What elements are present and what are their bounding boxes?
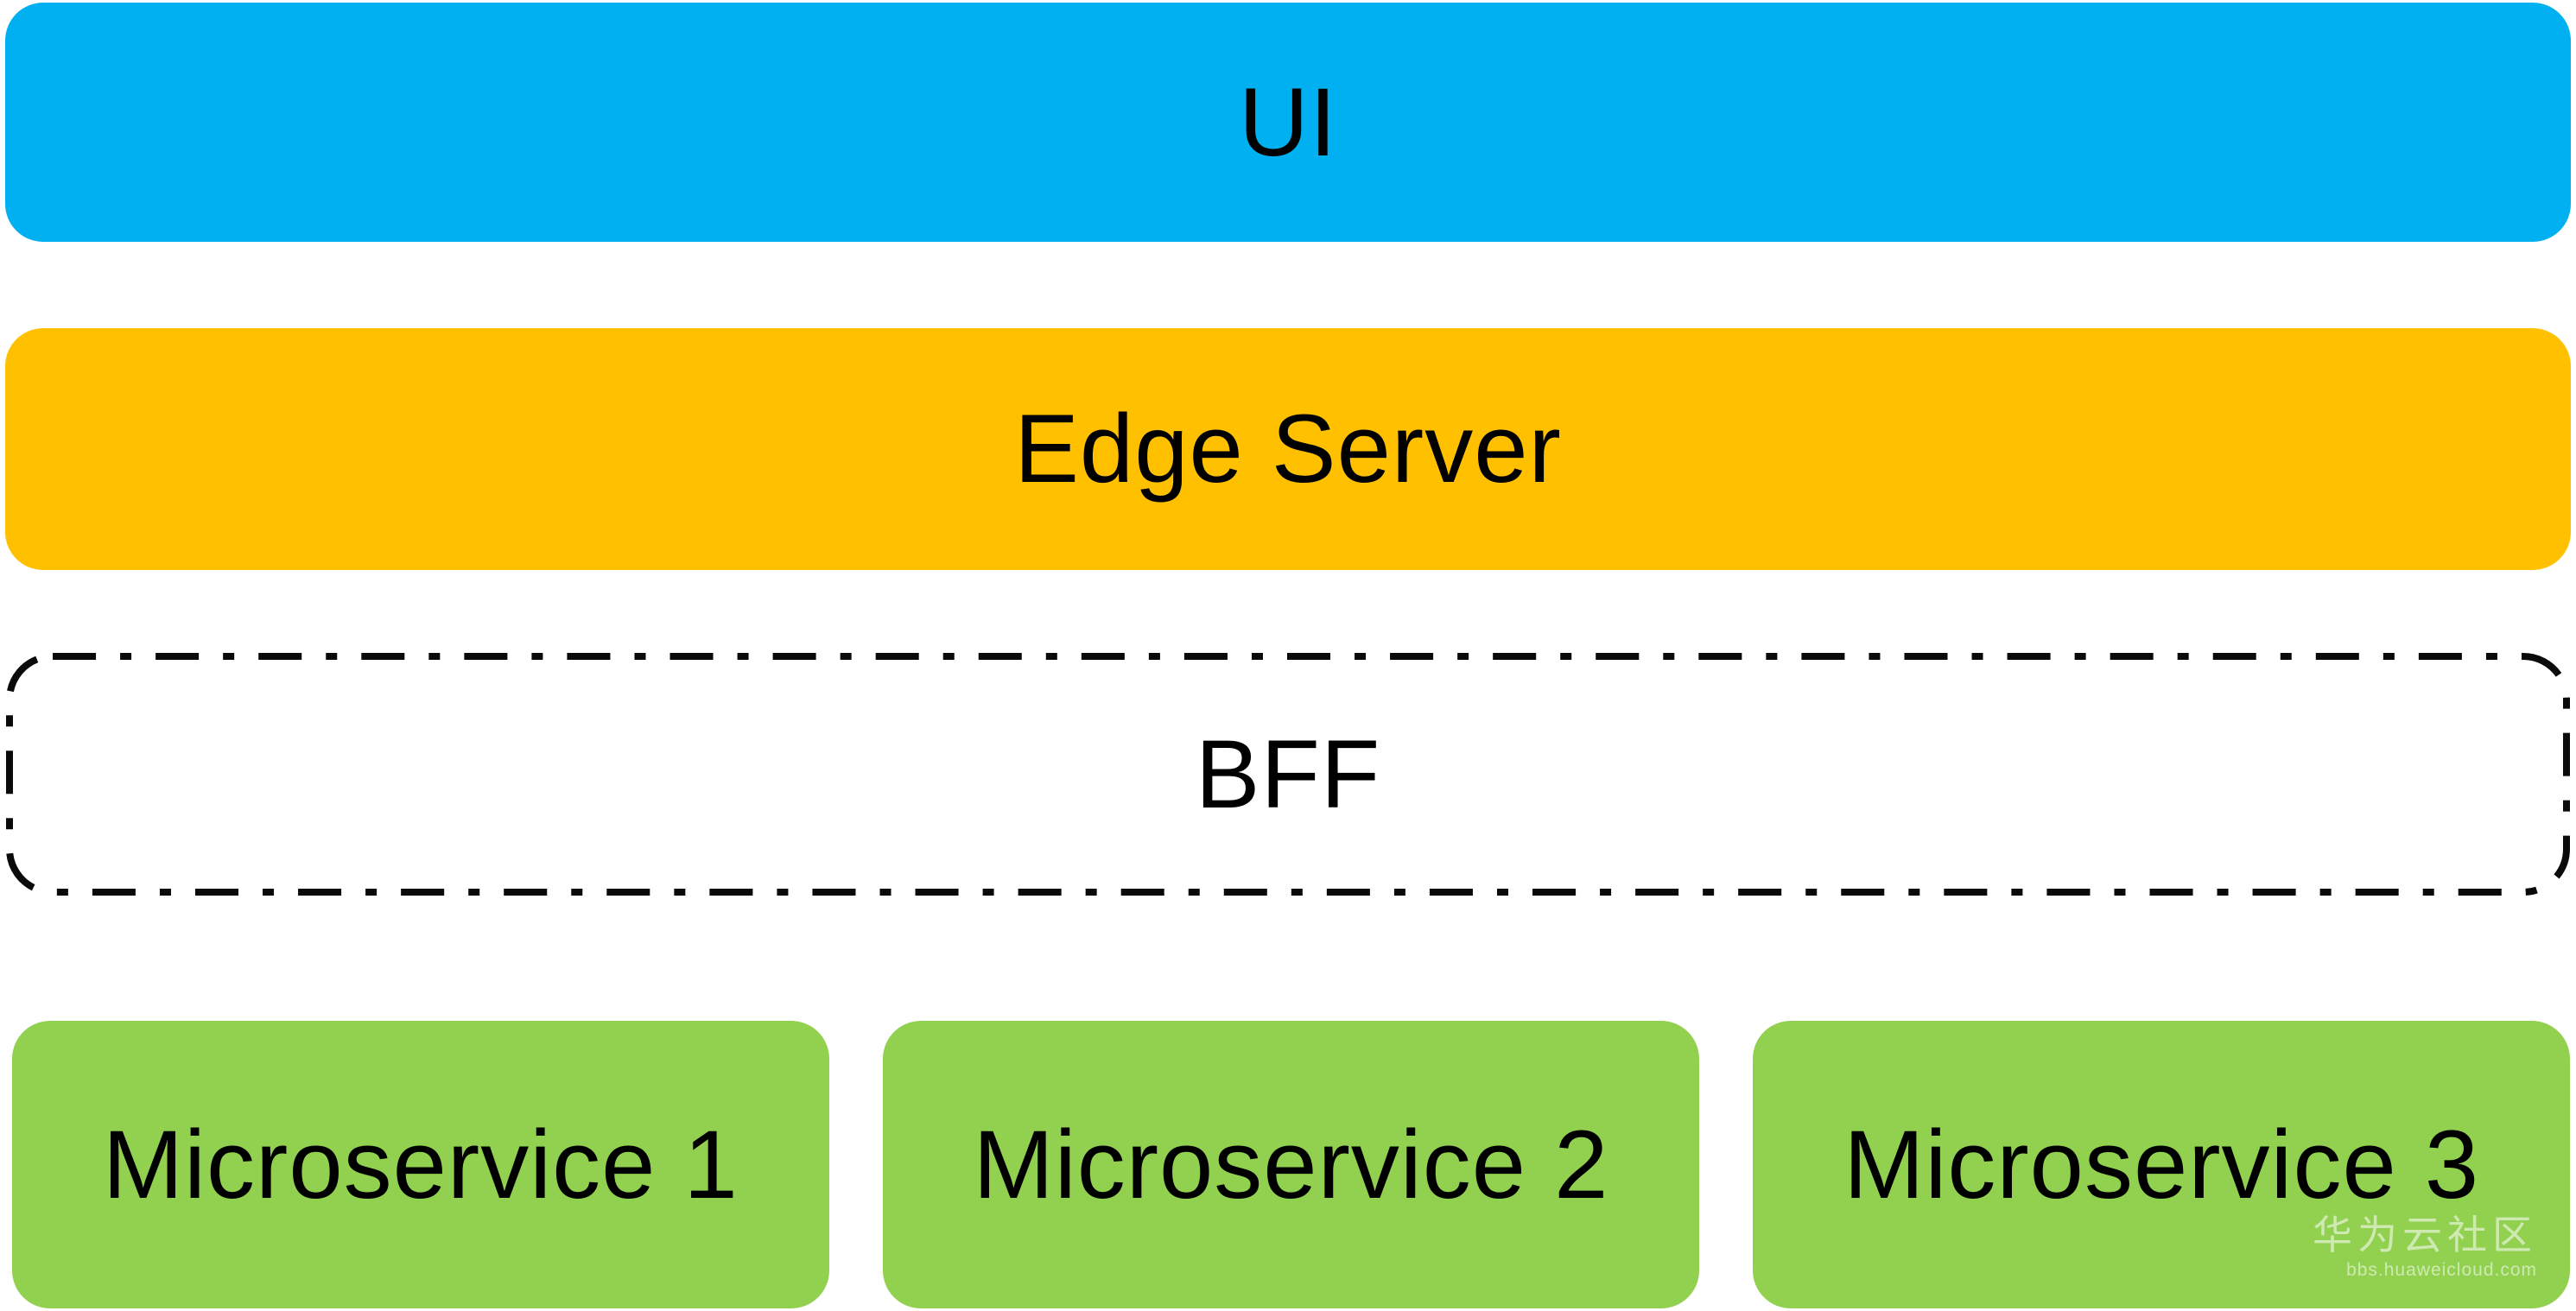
- microservice-3-box: Microservice 3 华为云社区 bbs.huaweicloud.com: [1753, 1021, 2571, 1308]
- layer-ui: UI: [5, 3, 2571, 242]
- microservice-3-label: Microservice 3: [1843, 1110, 2480, 1219]
- layer-bff-label: BFF: [1195, 719, 1381, 828]
- microservice-2-box: Microservice 2: [882, 1021, 1700, 1308]
- layer-edge-server-label: Edge Server: [1014, 395, 1562, 503]
- microservice-2-label: Microservice 2: [973, 1110, 1609, 1219]
- layer-bff: BFF: [5, 652, 2571, 896]
- microservice-1-box: Microservice 1: [12, 1021, 829, 1308]
- watermark: 华为云社区 bbs.huaweicloud.com: [2313, 1213, 2537, 1281]
- layer-edge-server: Edge Server: [5, 328, 2571, 570]
- layer-ui-label: UI: [1239, 67, 1337, 176]
- microservice-1-label: Microservice 1: [102, 1110, 739, 1219]
- watermark-site-name: 华为云社区: [2313, 1212, 2538, 1257]
- microservices-row: Microservice 1 Microservice 2 Microservi…: [12, 1021, 2571, 1308]
- watermark-site-url: bbs.huaweicloud.com: [2346, 1259, 2538, 1280]
